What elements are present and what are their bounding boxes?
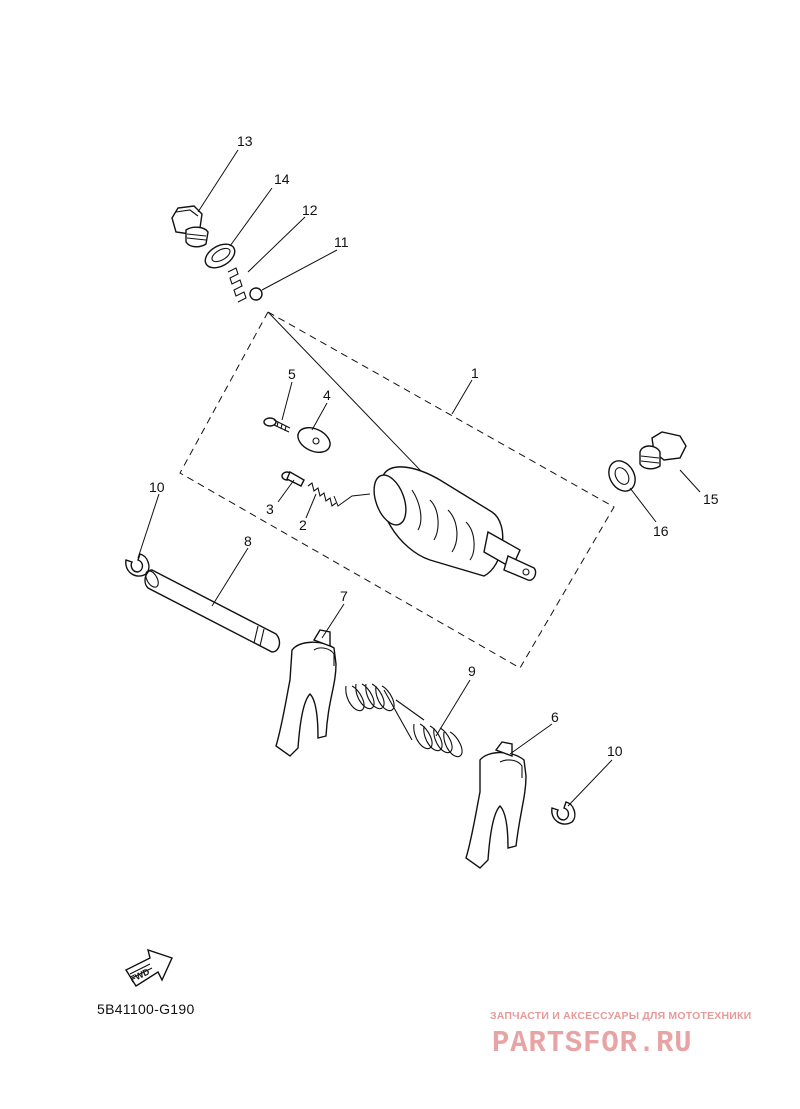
part-14-gasket[interactable]	[201, 239, 239, 272]
callout-12: 12	[302, 202, 318, 218]
part-7-shift-fork[interactable]	[275, 629, 337, 757]
watermark-logo: PARTSFOR.RU	[492, 1026, 693, 1061]
part-9-springs[interactable]	[345, 683, 463, 758]
callout-15: 15	[703, 491, 719, 507]
callout-2: 2	[299, 517, 307, 533]
part-15-bolt[interactable]	[639, 431, 687, 470]
callout-16: 16	[653, 523, 669, 539]
part-8-shaft[interactable]	[143, 569, 281, 653]
fwd-arrow-icon: FWD	[124, 948, 173, 987]
callout-10-left: 10	[149, 479, 165, 495]
callout-3: 3	[266, 501, 274, 517]
part-6-shift-fork[interactable]	[465, 741, 527, 869]
callout-5: 5	[288, 366, 296, 382]
part-10-circlip-right[interactable]	[551, 801, 576, 825]
watermark-tagline: ЗАПЧАСТИ И АКСЕССУАРЫ ДЛЯ МОТОТЕХНИКИ	[490, 1010, 752, 1022]
part-12-spring[interactable]	[227, 267, 247, 303]
part-5-screw[interactable]	[263, 417, 291, 433]
part-2-spring[interactable]	[307, 482, 371, 507]
callout-7: 7	[340, 588, 348, 604]
part-3-pin[interactable]	[281, 471, 305, 487]
callout-13: 13	[237, 133, 253, 149]
callout-9: 9	[468, 663, 476, 679]
leader-lines	[137, 149, 701, 807]
diagram-code: 5B41100-G190	[97, 1001, 195, 1017]
callout-1: 1	[471, 365, 479, 381]
callout-11: 11	[334, 234, 349, 250]
part-10-circlip-left[interactable]	[125, 553, 150, 577]
callout-6: 6	[551, 709, 559, 725]
part-16-washer[interactable]	[604, 456, 641, 496]
part-4-plate[interactable]	[294, 423, 334, 457]
callout-8: 8	[244, 533, 252, 549]
part-11-ball[interactable]	[249, 287, 263, 301]
callout-4: 4	[323, 387, 331, 403]
callout-10-right: 10	[607, 743, 623, 759]
callout-labels: 13 14 12 11 5 4 3 2 1 10 8 7 9 6 10 15 1…	[149, 133, 719, 759]
callout-14: 14	[274, 171, 290, 187]
part-13-plug[interactable]	[171, 205, 209, 248]
part-1-shift-drum[interactable]	[368, 466, 537, 581]
